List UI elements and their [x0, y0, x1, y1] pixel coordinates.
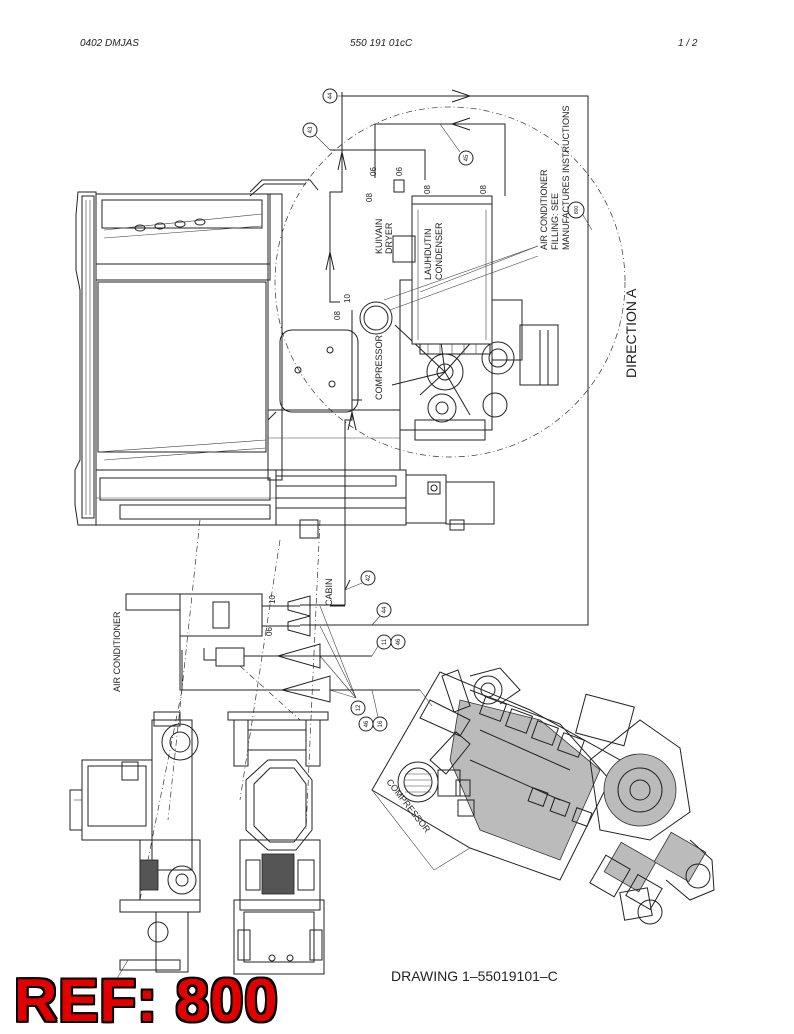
svg-text:11: 11 [382, 638, 388, 645]
callout-46-b: 46 [358, 716, 374, 732]
header-page-number: 1 / 2 [678, 38, 698, 49]
machine-small-front-view [227, 711, 329, 975]
svg-text:44: 44 [382, 606, 388, 613]
label-air-conditioner-unit: AIR CONDITIONER [112, 611, 122, 692]
callout-46-a: 46 [390, 634, 406, 650]
port-08-condenser-b: 08 [479, 185, 488, 194]
svg-text:16: 16 [378, 720, 384, 727]
port-10-unit: 10 [268, 595, 277, 604]
callout-11: 11 [371, 634, 392, 657]
port-06-dryer-b: 06 [395, 167, 404, 176]
port-10-compressor: 10 [343, 294, 352, 303]
callout-bubbles: 44 43 45 800 42 44 11 [302, 88, 585, 732]
callout-42: 42 [344, 570, 376, 591]
label-dryer-1: KUIVAIN [374, 219, 384, 254]
air-conditioner-unit-diagram [125, 519, 420, 901]
label-ac-filling-2: FILLING: SEE [550, 193, 560, 250]
label-compressor-top: COMPRESSOR [374, 334, 384, 400]
callout-800: 800 [567, 201, 585, 219]
engine-isometric-view [371, 667, 715, 925]
ref-stamp: REF: 800 [14, 967, 279, 1034]
refrigerant-lines [300, 89, 593, 626]
svg-text:42: 42 [366, 574, 372, 581]
svg-text:12: 12 [356, 704, 362, 711]
drawing-caption: DRAWING 1–55019101–C [391, 968, 558, 984]
callout-12: 12 [350, 700, 366, 716]
callout-44-top: 44 [322, 88, 342, 104]
label-cabin: CABIN [324, 578, 334, 606]
header-left-code: 0402 DMJAS [80, 38, 139, 49]
header-document-number: 550 191 01cC [350, 38, 413, 49]
port-08-compressor: 08 [333, 311, 342, 320]
label-ac-filling-3: MANUFACTURES INSTRUCTIONS [561, 105, 571, 250]
port-06-dryer: 06 [369, 167, 378, 176]
callout-43: 43 [302, 122, 331, 151]
svg-text:46: 46 [396, 638, 402, 645]
port-06-unit: 06 [265, 627, 274, 636]
svg-text:800: 800 [574, 206, 580, 215]
port-08-condenser-a: 08 [423, 185, 432, 194]
port-08-dryer: 08 [365, 193, 374, 202]
svg-text:46: 46 [364, 720, 370, 727]
label-dryer-2: DRYER [384, 222, 394, 254]
svg-text:43: 43 [308, 126, 314, 133]
machine-small-side-view [69, 711, 201, 981]
machine-side-view [74, 106, 626, 539]
callout-45: 45 [439, 123, 474, 166]
svg-text:44: 44 [328, 92, 334, 99]
label-direction-a: DIRECTION A [623, 288, 639, 378]
label-condenser-2: CONDENSER [434, 222, 444, 280]
callout-16: 16 [371, 689, 388, 732]
label-ac-filling-1: AIR CONDITIONER [539, 169, 549, 250]
callout-44-mid: 44 [371, 602, 392, 626]
label-condenser-1: LAUHDUTIN [423, 228, 433, 280]
svg-text:45: 45 [464, 154, 470, 161]
